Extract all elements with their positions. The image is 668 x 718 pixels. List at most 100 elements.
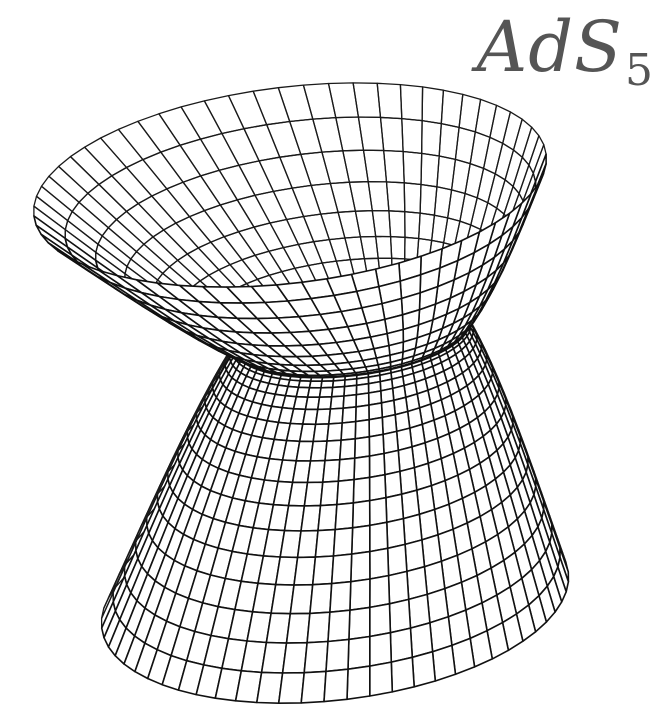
mesh-cell-front: [329, 408, 343, 424]
mesh-cell-front: [385, 471, 402, 497]
mesh-cell-front: [326, 639, 349, 671]
mesh-cell-back: [71, 147, 112, 184]
mesh-cell-front: [349, 607, 370, 639]
mesh-cell-back: [269, 248, 295, 272]
mesh-cell-front: [320, 387, 333, 397]
mesh-cell-back: [167, 182, 205, 217]
mesh-cell-front: [325, 440, 341, 460]
mesh-cell-front: [321, 481, 339, 505]
mesh-cell-back: [400, 85, 422, 121]
mesh-cell-back: [68, 212, 103, 245]
mesh-cell-back: [230, 260, 258, 284]
mesh-cell-front: [354, 456, 370, 480]
mesh-cell-back: [242, 255, 269, 279]
mesh-cell-back: [222, 129, 259, 166]
mesh-cell-front: [279, 673, 305, 704]
mesh-cell-back: [99, 176, 138, 212]
mesh-cell-back: [59, 157, 99, 194]
mesh-cell-back: [108, 220, 143, 252]
mesh-cell-back: [143, 152, 183, 189]
ads5-title: AdS5: [477, 12, 654, 93]
mesh-cell-front: [332, 554, 352, 584]
mesh-cell-back: [164, 223, 199, 254]
mesh-cell-back: [237, 195, 270, 227]
mesh-cell-front: [370, 454, 385, 478]
mesh-cell-front: [332, 387, 345, 397]
mesh-cell-back: [377, 83, 402, 118]
mesh-cell-front: [369, 434, 384, 456]
mesh-cell-back: [404, 183, 421, 213]
mesh-cell-front: [301, 671, 326, 703]
mesh-cell-front: [307, 612, 330, 643]
mesh-cell-front: [391, 657, 414, 692]
mesh-cell-back: [180, 139, 219, 176]
mesh-cell-back: [183, 176, 220, 211]
mesh-cell-front: [350, 579, 370, 610]
mesh-cell-front: [388, 544, 407, 575]
mesh-cell-back: [322, 151, 350, 184]
mesh-cell-back: [42, 176, 80, 211]
mesh-cell-front: [294, 557, 315, 585]
mesh-cell-back: [181, 101, 222, 139]
mesh-cell-back: [101, 129, 143, 167]
mesh-cell-front: [313, 556, 334, 585]
mesh-cell-back: [204, 205, 238, 237]
mesh-cell-front: [287, 613, 310, 643]
mesh-cell-back: [422, 121, 442, 156]
mesh-cell-back: [127, 204, 164, 237]
mesh-cell-front: [283, 643, 308, 673]
mesh-cell-back: [389, 211, 405, 238]
mesh-cell-front: [353, 501, 370, 528]
mesh-cell-front: [353, 477, 369, 503]
mesh-cell-front: [356, 405, 369, 422]
mesh-cell-back: [372, 211, 390, 237]
mesh-cell-front: [341, 422, 356, 441]
mesh-cell-front: [390, 628, 412, 662]
mesh-cell-back: [488, 174, 505, 208]
mesh-cell-back: [224, 232, 255, 260]
mesh-cell-back: [211, 237, 242, 265]
mesh-cell-front: [310, 584, 332, 614]
mesh-cell-front: [342, 407, 356, 423]
mesh-cell-back: [220, 200, 254, 232]
mesh-cell-back: [405, 237, 419, 260]
mesh-cell-back: [368, 182, 389, 211]
mesh-cell-back: [219, 165, 255, 200]
mesh-cell-front: [352, 525, 370, 554]
mesh-cell-front: [323, 460, 340, 483]
mesh-cell-back: [391, 237, 405, 259]
mesh-cell-front: [348, 637, 370, 670]
mesh-cell-front: [386, 494, 404, 522]
mesh-cell-front: [340, 439, 355, 460]
mesh-cell-front: [327, 423, 342, 441]
mesh-cell-front: [370, 633, 392, 666]
mesh-cell-front: [328, 610, 350, 641]
mesh-cell-front: [370, 662, 393, 696]
title-base: AdS: [477, 6, 623, 88]
mesh-cell-back: [353, 83, 380, 118]
mesh-cell-back: [338, 211, 360, 238]
mesh-cell-back: [255, 191, 287, 223]
mesh-cell-back: [455, 127, 475, 163]
mesh-cell-front: [347, 666, 370, 699]
mesh-cell-back: [187, 248, 219, 275]
mesh-cell-front: [369, 417, 383, 436]
mesh-cell-front: [433, 645, 456, 681]
mesh-cell-back: [201, 134, 239, 171]
mesh-cell-back: [381, 117, 404, 151]
mesh-cell-back: [254, 223, 283, 251]
mesh-cell-back: [153, 230, 187, 260]
mesh-cell-back: [98, 236, 131, 267]
mesh-cell-back: [403, 152, 422, 185]
mesh-cell-front: [337, 480, 354, 505]
mesh-cell-back: [255, 251, 282, 275]
mesh-cell-front: [355, 437, 370, 458]
mesh-cell-back: [159, 107, 201, 145]
mesh-cell-back: [79, 193, 117, 227]
mesh-cell-front: [310, 381, 322, 388]
mesh-cell-front: [384, 450, 400, 474]
mesh-cell-front: [290, 585, 312, 614]
mesh-cell-front: [330, 582, 351, 613]
mesh-cell-front: [338, 458, 354, 481]
mesh-cell-front: [370, 498, 387, 526]
